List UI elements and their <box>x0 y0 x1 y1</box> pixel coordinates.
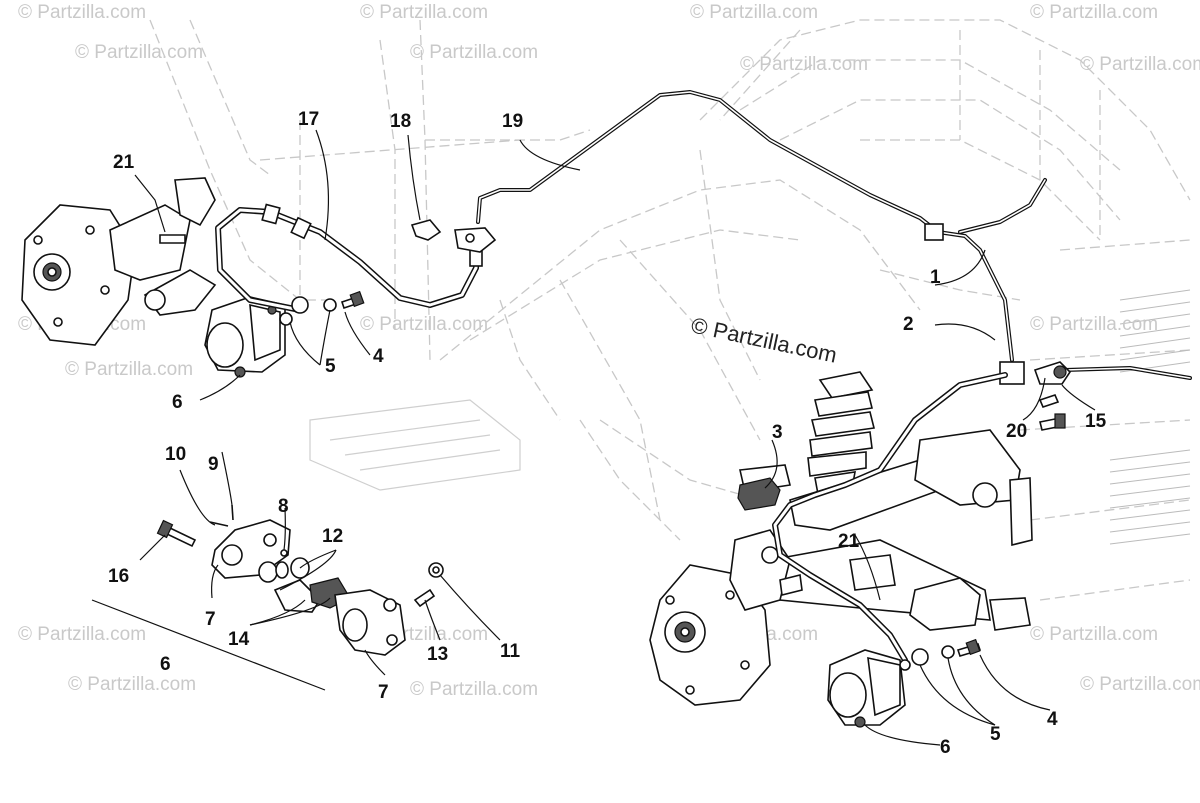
watermark-text: © Partzilla.com <box>18 2 146 23</box>
watermark-text: © Partzilla.com <box>68 674 196 695</box>
right-brake-hose <box>772 372 1008 663</box>
mounting-bolt <box>1039 413 1066 431</box>
watermark-text: © Partzilla.com <box>1030 2 1158 23</box>
brake-switch <box>1033 361 1072 408</box>
callout-9: 9 <box>208 454 219 475</box>
callout-20: 20 <box>1006 421 1027 442</box>
watermark-text: © Partzilla.com <box>1030 314 1158 335</box>
callout-17: 17 <box>298 109 319 130</box>
callout-1: 1 <box>930 267 941 288</box>
callout-4-right: 4 <box>1047 709 1058 730</box>
right-suspension-arms <box>769 429 1033 631</box>
left-brake-caliper <box>204 296 286 378</box>
watermark-layer: © Partzilla.com © Partzilla.com © Partzi… <box>18 2 1200 700</box>
callout-7-left: 7 <box>205 609 216 630</box>
callout-5-left: 5 <box>325 356 336 377</box>
right-banjo-bolt-set <box>899 638 982 671</box>
callout-21-left: 21 <box>113 152 135 173</box>
callout-10: 10 <box>165 444 186 465</box>
callout-2: 2 <box>903 314 914 335</box>
callout-3: 3 <box>772 422 783 443</box>
callout-numbers: 1 2 3 4 4 5 5 6 6 6 7 7 8 9 10 11 12 13 … <box>108 109 1107 758</box>
callout-6-right: 6 <box>940 737 951 758</box>
watermark-text: © Partzilla.com <box>18 624 146 645</box>
callout-12: 12 <box>322 526 343 547</box>
callout-7-right: 7 <box>378 682 389 703</box>
watermark-text: © Partzilla.com <box>410 679 538 700</box>
left-brake-hose <box>215 203 483 313</box>
right-brake-caliper <box>827 649 906 728</box>
callout-4-left: 4 <box>373 346 384 367</box>
callout-21-right: 21 <box>838 531 860 552</box>
callout-14: 14 <box>228 629 250 650</box>
left-banjo-bolt-set <box>279 290 365 326</box>
callout-11: 11 <box>500 641 521 662</box>
hose-clip <box>410 219 497 253</box>
watermark-center-text: © Partzilla.com <box>689 312 839 367</box>
callout-13: 13 <box>427 644 448 665</box>
watermark-text: © Partzilla.com <box>65 359 193 380</box>
callout-6-group: 6 <box>160 654 171 675</box>
callout-18: 18 <box>390 111 411 132</box>
watermark-text: © Partzilla.com <box>1030 624 1158 645</box>
radiator-grille <box>1109 289 1191 545</box>
callout-6-left: 6 <box>172 392 183 413</box>
vehicle-frame-outline <box>149 19 1191 601</box>
watermark-text: © Partzilla.com <box>75 42 203 63</box>
right-hub-assembly <box>649 464 803 706</box>
leader-lines <box>134 129 1096 746</box>
caliper-exploded-view <box>91 504 444 691</box>
watermark-text: © Partzilla.com <box>1080 54 1200 75</box>
rigid-brake-line <box>476 90 1192 385</box>
callout-8: 8 <box>278 496 289 517</box>
watermark-text: © Partzilla.com <box>360 2 488 23</box>
left-hub-assembly <box>21 177 217 346</box>
watermark-text: © Partzilla.com <box>690 2 818 23</box>
callout-5-right: 5 <box>990 724 1001 745</box>
watermark-text: © Partzilla.com <box>740 54 868 75</box>
callout-19: 19 <box>502 111 523 132</box>
callout-16: 16 <box>108 566 129 587</box>
watermark-text: © Partzilla.com <box>410 42 538 63</box>
watermark-text: © Partzilla.com <box>1080 674 1200 695</box>
watermark-text: © Partzilla.com <box>360 314 488 335</box>
callout-15: 15 <box>1085 411 1107 432</box>
bracket <box>737 477 781 511</box>
